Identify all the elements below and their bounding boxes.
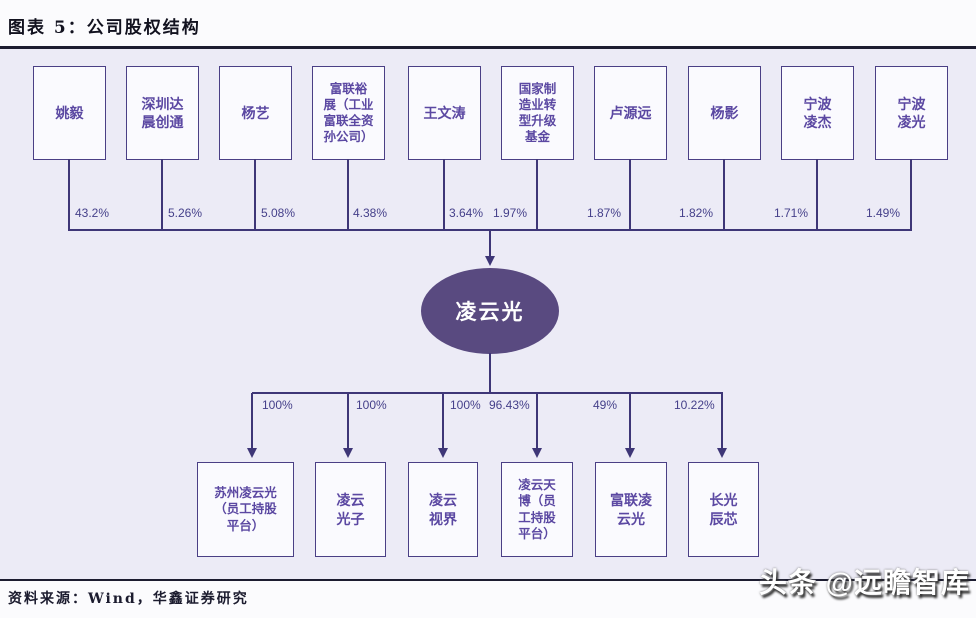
arrow-down-icon [717, 448, 727, 458]
ownership-pct: 96.43% [489, 398, 530, 412]
connector-line [629, 159, 631, 231]
shareholder-name: 姚毅 [55, 104, 84, 121]
shareholder-box: 姚毅 [33, 66, 106, 160]
footer-rule [0, 579, 976, 581]
subsidiary-name: 苏州凌云光 （员工持股 平台） [214, 486, 277, 533]
subsidiary-box: 长光 辰芯 [688, 462, 759, 557]
connector-line [489, 229, 491, 258]
ownership-pct: 49% [593, 398, 618, 412]
shareholder-name: 卢源远 [609, 104, 652, 121]
connector-line [721, 393, 723, 450]
arrow-down-icon [625, 448, 635, 458]
shareholder-box: 杨影 [688, 66, 761, 160]
shareholder-name: 宁波 凌光 [897, 95, 926, 130]
shareholder-name: 杨艺 [241, 104, 270, 121]
connector-line [347, 159, 349, 231]
connector-line [489, 353, 491, 394]
subsidiary-name: 凌云 光子 [336, 492, 365, 527]
shareholder-name: 富联裕 展（工业 富联全资 孙公司） [323, 81, 374, 145]
subsidiary-box: 凌云 视界 [408, 462, 478, 557]
subsidiary-box: 凌云天 博（员 工持股 平台） [501, 462, 573, 557]
connector-line [910, 159, 912, 231]
connector-line [816, 159, 818, 231]
connector-bus-bottom [252, 392, 723, 394]
shareholder-name: 国家制 造业转 型升级 基金 [518, 81, 557, 145]
shareholder-box: 宁波 凌杰 [781, 66, 854, 160]
subsidiary-box: 苏州凌云光 （员工持股 平台） [197, 462, 294, 557]
connector-line [251, 393, 253, 450]
ownership-pct: 1.49% [866, 206, 901, 220]
arrow-down-icon [343, 448, 353, 458]
connector-line [536, 159, 538, 231]
shareholder-name: 王文涛 [423, 104, 466, 121]
subsidiary-name: 凌云天 博（员 工持股 平台） [518, 478, 556, 541]
subsidiary-name: 长光 辰芯 [709, 492, 738, 527]
connector-line [68, 159, 70, 231]
connector-line [442, 393, 444, 450]
ownership-pct: 43.2% [75, 206, 110, 220]
source-note: 资料来源：Wind，华鑫证券研究 [8, 591, 249, 607]
company-name: 凌云光 [455, 301, 525, 324]
ownership-pct: 1.97% [493, 206, 528, 220]
arrow-down-icon [247, 448, 257, 458]
watermark: 头条 @远瞻智库 [758, 567, 970, 598]
ownership-pct: 100% [450, 398, 481, 412]
ownership-pct: 1.87% [587, 206, 622, 220]
shareholder-box: 王文涛 [408, 66, 481, 160]
subsidiary-box: 凌云 光子 [315, 462, 386, 557]
shareholder-box: 深圳达 晨创通 [126, 66, 199, 160]
company-node: 凌云光 [421, 268, 559, 354]
ownership-pct: 5.08% [261, 206, 296, 220]
ownership-pct: 4.38% [353, 206, 388, 220]
title-rule [0, 46, 976, 49]
arrow-down-icon [485, 256, 495, 266]
subsidiary-name: 富联凌 云光 [610, 492, 652, 527]
shareholder-box: 杨艺 [219, 66, 292, 160]
ownership-pct: 5.26% [168, 206, 203, 220]
ownership-pct: 100% [356, 398, 387, 412]
connector-line [347, 393, 349, 450]
subsidiary-box: 富联凌 云光 [595, 462, 667, 557]
shareholder-name: 杨影 [710, 104, 739, 121]
ownership-pct: 1.82% [679, 206, 714, 220]
connector-line [629, 393, 631, 450]
subsidiary-name: 凌云 视界 [429, 492, 457, 527]
connector-line [443, 159, 445, 231]
ownership-pct: 1.71% [774, 206, 809, 220]
shareholder-box: 宁波 凌光 [875, 66, 948, 160]
connector-line [254, 159, 256, 231]
connector-line [723, 159, 725, 231]
ownership-pct: 3.64% [449, 206, 484, 220]
ownership-pct: 100% [262, 398, 293, 412]
shareholder-box: 富联裕 展（工业 富联全资 孙公司） [312, 66, 385, 160]
arrow-down-icon [438, 448, 448, 458]
shareholder-name: 深圳达 晨创通 [141, 95, 184, 130]
figure-title: 图表 5：公司股权结构 [8, 18, 201, 38]
ownership-pct: 10.22% [674, 398, 715, 412]
connector-line [161, 159, 163, 231]
shareholder-name: 宁波 凌杰 [803, 95, 832, 130]
connector-line [536, 393, 538, 450]
shareholder-box: 卢源远 [594, 66, 667, 160]
arrow-down-icon [532, 448, 542, 458]
shareholder-box: 国家制 造业转 型升级 基金 [501, 66, 574, 160]
